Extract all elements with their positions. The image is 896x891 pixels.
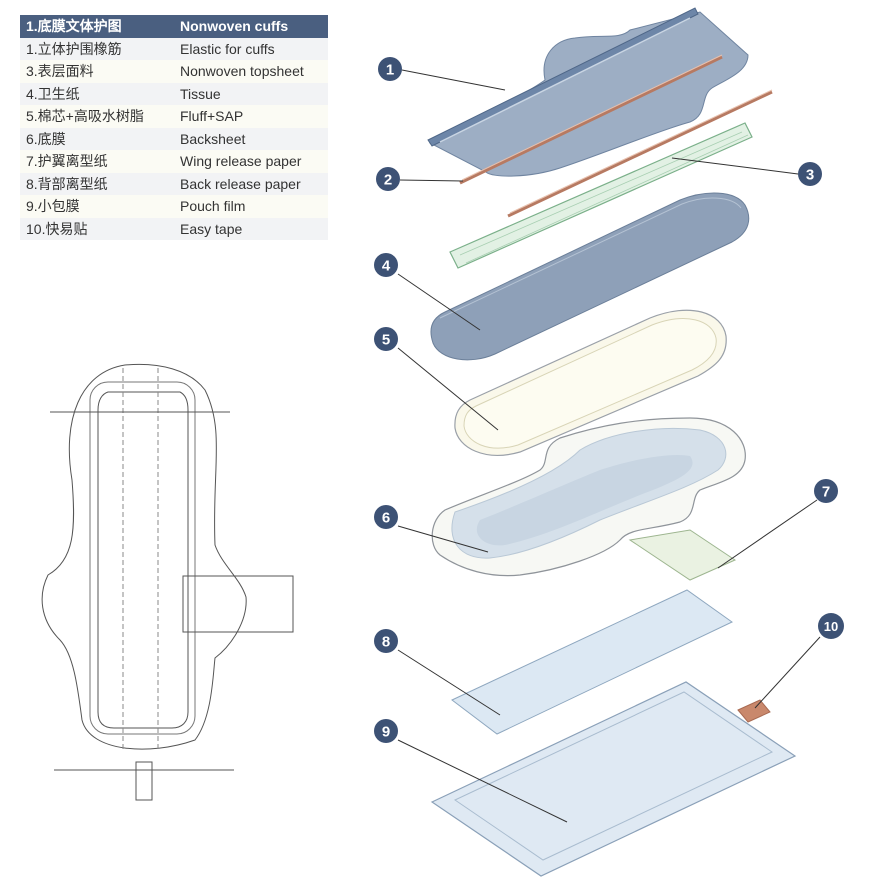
legend-row: 3.表层面料 Nonwoven topsheet bbox=[20, 60, 328, 83]
svg-text:6: 6 bbox=[382, 510, 390, 527]
legend-zh: 7.护翼离型纸 bbox=[20, 150, 174, 173]
legend-row: 8.背部离型纸 Back release paper bbox=[20, 172, 328, 195]
layer-topsheet bbox=[449, 122, 753, 269]
legend-row: 6.底膜 Backsheet bbox=[20, 127, 328, 150]
legend-en: Wing release paper bbox=[174, 150, 328, 173]
legend-en: Fluff+SAP bbox=[174, 105, 328, 128]
legend-en: Back release paper bbox=[174, 172, 328, 195]
legend-row: 9.小包膜 Pouch film bbox=[20, 195, 328, 218]
callout-badge-3: 3 bbox=[798, 162, 822, 186]
legend-table: 1.底膜文体护图 Nonwoven cuffs 1.立体护围橡筋 Elastic… bbox=[20, 15, 328, 240]
pad-inner-core-edge bbox=[89, 381, 196, 735]
legend-en: Backsheet bbox=[174, 127, 328, 150]
layer-fluff-sap bbox=[454, 309, 727, 456]
layer-elastic-cuffs bbox=[459, 54, 773, 218]
legend-header-zh: 1.底膜文体护图 bbox=[20, 15, 174, 38]
callout-badge-7: 7 bbox=[814, 479, 838, 503]
layer-pouch-film bbox=[430, 681, 797, 877]
legend-en: Easy tape bbox=[174, 217, 328, 240]
svg-text:2: 2 bbox=[384, 172, 392, 189]
legend-zh: 4.卫生纸 bbox=[20, 82, 174, 105]
svg-text:1: 1 bbox=[386, 62, 394, 79]
svg-text:9: 9 bbox=[382, 724, 390, 741]
callout-badge-4: 4 bbox=[374, 253, 398, 277]
callout-badge-8: 8 bbox=[374, 629, 398, 653]
legend-zh: 3.表层面料 bbox=[20, 60, 174, 83]
callout-badges: 1 2 3 4 5 6 7 8 bbox=[374, 57, 844, 743]
callout-badge-1: 1 bbox=[378, 57, 402, 81]
leader-lines bbox=[397, 69, 821, 823]
callout-badge-9: 9 bbox=[374, 719, 398, 743]
svg-text:10: 10 bbox=[824, 619, 838, 634]
legend-row: 4.卫生纸 Tissue bbox=[20, 82, 328, 105]
legend-zh: 6.底膜 bbox=[20, 127, 174, 150]
legend-zh: 1.立体护围橡筋 bbox=[20, 37, 174, 60]
legend-en: Nonwoven topsheet bbox=[174, 60, 328, 83]
svg-text:7: 7 bbox=[822, 484, 830, 501]
svg-text:5: 5 bbox=[382, 332, 390, 349]
callout-badge-10: 10 bbox=[818, 613, 844, 639]
svg-text:8: 8 bbox=[382, 634, 390, 651]
callout-badge-2: 2 bbox=[376, 167, 400, 191]
legend-row: 5.棉芯+高吸水树脂 Fluff+SAP bbox=[20, 105, 328, 128]
legend-zh: 5.棉芯+高吸水树脂 bbox=[20, 105, 174, 128]
legend-en: Elastic for cuffs bbox=[174, 37, 328, 60]
svg-text:3: 3 bbox=[806, 167, 814, 184]
legend-header-en: Nonwoven cuffs bbox=[174, 15, 328, 38]
wing-release-paper-outline bbox=[182, 575, 294, 633]
layer-nonwoven-cuffs bbox=[427, 7, 749, 177]
easy-tape-outline bbox=[135, 761, 153, 801]
legend-row: 10.快易贴 Easy tape bbox=[20, 217, 328, 240]
legend-row: 1.立体护围橡筋 Elastic for cuffs bbox=[20, 37, 328, 60]
layer-back-release-paper bbox=[451, 589, 733, 735]
legend-zh: 9.小包膜 bbox=[20, 195, 174, 218]
pad-inner-core bbox=[97, 391, 189, 729]
legend-row: 7.护翼离型纸 Wing release paper bbox=[20, 150, 328, 173]
layer-easy-tape bbox=[737, 699, 771, 723]
legend-en: Tissue bbox=[174, 82, 328, 105]
legend-en: Pouch film bbox=[174, 195, 328, 218]
layer-tissue bbox=[430, 192, 750, 361]
layer-wing-release-paper bbox=[628, 529, 737, 581]
pad-outer-contour bbox=[41, 363, 247, 750]
pad-outline-drawing bbox=[41, 363, 294, 801]
layer-backsheet bbox=[431, 417, 746, 577]
legend-header-row: 1.底膜文体护图 Nonwoven cuffs bbox=[20, 15, 328, 38]
callout-badge-5: 5 bbox=[374, 327, 398, 351]
svg-text:4: 4 bbox=[382, 258, 391, 275]
callout-badge-6: 6 bbox=[374, 505, 398, 529]
legend-zh: 8.背部离型纸 bbox=[20, 172, 174, 195]
legend-zh: 10.快易贴 bbox=[20, 217, 174, 240]
